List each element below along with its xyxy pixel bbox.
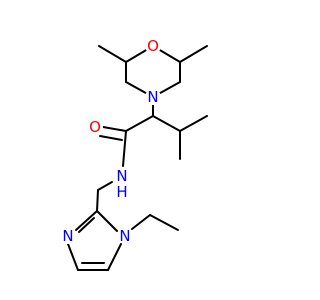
structure-diagram: O N O N H N N [60,37,208,271]
atom-morpholine-nitrogen: N [145,88,161,106]
bond-calpha-ccarbonyl [125,115,154,132]
bond-carbonyl-c-o-a [102,126,127,132]
morpholine-oxygen-label: O [147,37,159,55]
bond-ch2-c2 [96,189,99,212]
bond-ccarbonyl-n [122,130,127,167]
imidazole-n1-label: N [119,227,130,245]
carbonyl-oxygen-label: O [89,118,101,136]
bond-c2-n3-b [78,217,95,233]
bond-layer [67,45,208,271]
atom-imidazole-n3: N [60,227,76,245]
bond-n-ch2 [97,181,113,191]
morpholine-nitrogen-label: N [147,88,158,106]
bond-calpha-cbeta [152,115,181,132]
bond-c2-n1 [96,210,118,232]
atom-imidazole-n1: N [117,227,133,245]
bond-n1-ch2 [131,214,151,230]
bond-ch2-ch3 [149,214,179,231]
bond-cbeta-methyl-a [179,115,208,132]
molecule-canvas: O N O N H N N [60,37,208,271]
bond-n3-c4 [67,243,79,271]
bond-c5-n1 [107,243,122,271]
atom-amide-nitrogen: N H [114,167,130,201]
bond-c2-methyl [98,45,127,63]
bond-c6-methyl [179,45,208,63]
imidazole-n3-label: N [62,227,73,245]
amide-nitrogen-label: N [116,167,127,185]
amide-hydrogen-label: H [116,183,127,201]
bond-carbonyl-c-o-b [99,135,123,141]
bond-c2-n3-a [75,210,98,231]
atom-morpholine-oxygen: O [145,37,161,55]
atom-carbonyl-oxygen: O [87,118,103,136]
